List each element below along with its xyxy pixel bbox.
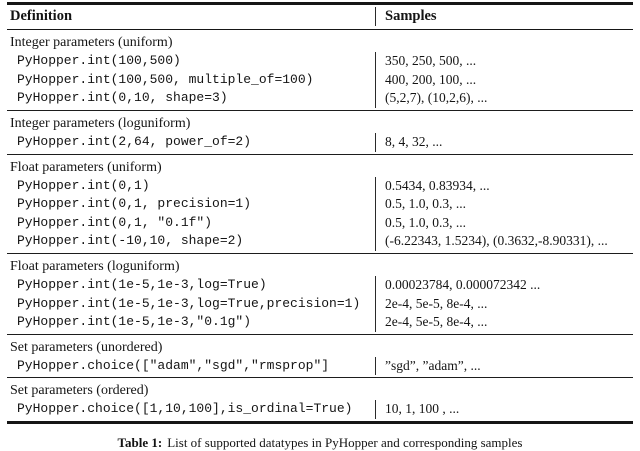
column-header-definition: Definition: [10, 8, 73, 24]
samples-values: (-6.22343, 1.5234), (0.3632,-8.90331), .…: [375, 232, 633, 252]
definition-code: PyHopper.int(100,500): [17, 53, 181, 69]
definition-code: PyHopper.int(1e-5,1e-3,"0.1g"): [17, 314, 252, 330]
samples-values: 0.5434, 0.83934, ...: [375, 176, 633, 196]
definition-code: PyHopper.int(0,1, "0.1f"): [17, 214, 213, 230]
header-rule: [7, 28, 633, 31]
samples-values: 8, 4, 32, ...: [375, 133, 633, 152]
definition-code: PyHopper.int(0,1): [17, 177, 150, 193]
table-section: Integer parameters (uniform)PyHopper.int…: [7, 30, 633, 110]
samples-values: 0.00023784, 0.000072342 ...: [375, 276, 633, 295]
table-row: PyHopper.int(100,500, multiple_of=100) 40…: [7, 70, 633, 90]
table-row: PyHopper.int(100,500) 350, 250, 500, ...: [7, 52, 633, 71]
section-label: Float parameters (loguniform): [10, 259, 180, 275]
samples-values: 400, 200, 100, ...: [375, 70, 633, 90]
samples-values: (5,2,7), (10,2,6), ...: [375, 89, 633, 109]
definition-code: PyHopper.choice(["adam","sgd","rmsprop"]: [17, 357, 330, 373]
table-row: PyHopper.int(1e-5,1e-3,log=True) 0.000237…: [7, 276, 633, 295]
definition-code: PyHopper.int(0,1, precision=1): [17, 196, 252, 212]
table-section: Set parameters (unordered)PyHopper.choic…: [7, 333, 633, 378]
caption-text: List of supported datatypes in PyHopper …: [167, 434, 523, 450]
definition-code: PyHopper.int(-10,10, shape=2): [17, 233, 244, 249]
table-row: PyHopper.int(1e-5,1e-3,"0.1g") 2e-4, 5e-5…: [7, 313, 633, 332]
table-row: PyHopper.int(0,1) 0.5434, 0.83934, ...: [7, 176, 633, 196]
table-section: Integer parameters (loguniform)PyHopper.…: [7, 110, 633, 154]
table-section: Set parameters (ordered) PyHopper.choice(…: [7, 377, 633, 421]
definition-code: PyHopper.int(1e-5,1e-3,log=True,precisio…: [17, 295, 361, 311]
top-rule: [7, 2, 633, 5]
table-row: PyHopper.int(0,10, shape=3) (5,2,7), (10,…: [7, 89, 633, 109]
samples-values: 0.5, 1.0, 0.3, ...: [375, 195, 633, 214]
section-label: Integer parameters (uniform): [10, 35, 173, 51]
section-label: Integer parameters (loguniform): [10, 116, 191, 132]
definition-code: PyHopper.int(2,64, power_of=2): [17, 134, 252, 150]
table-section: Float parameters (loguniform)PyHopper.in…: [7, 253, 633, 334]
table-header-row: Definition Samples: [7, 5, 633, 29]
samples-values: ”sgd”, ”adam”, ...: [375, 356, 633, 376]
table-caption: Table 1:List of supported datatypes in P…: [7, 435, 633, 451]
section-label: Set parameters (ordered): [10, 383, 149, 399]
table-row: PyHopper.int(-10,10, shape=2) (-6.22343, …: [7, 232, 633, 252]
samples-values: 2e-4, 5e-5, 8e-4, ...: [375, 313, 633, 332]
samples-values: 350, 250, 500, ...: [375, 52, 633, 71]
table-body: Integer parameters (uniform)PyHopper.int…: [7, 30, 633, 421]
table-row: PyHopper.int(2,64, power_of=2) 8, 4, 32, …: [7, 133, 633, 152]
samples-values: 2e-4, 5e-5, 8e-4, ...: [375, 294, 633, 314]
samples-values: 10, 1, 100 , ...: [375, 400, 633, 420]
table-row: PyHopper.int(0,1, "0.1f") 0.5, 1.0, 0.3, …: [7, 213, 633, 233]
definition-code: PyHopper.choice([1,10,100],is_ordinal=Tr…: [17, 401, 353, 417]
table-row: PyHopper.int(1e-5,1e-3,log=True,precisio…: [7, 294, 633, 314]
definition-code: PyHopper.int(1e-5,1e-3,log=True): [17, 277, 267, 293]
table-row: PyHopper.choice([1,10,100],is_ordinal=Tr…: [7, 400, 633, 420]
datatypes-table: Definition Samples Integer parameters (u…: [7, 2, 633, 451]
samples-values: 0.5, 1.0, 0.3, ...: [375, 213, 633, 233]
section-label: Float parameters (uniform): [10, 159, 162, 175]
caption-label: Table 1:: [117, 434, 163, 450]
table-row: PyHopper.choice(["adam","sgd","rmsprop"]…: [7, 356, 633, 376]
definition-code: PyHopper.int(0,10, shape=3): [17, 90, 228, 106]
bottom-rule: [7, 421, 633, 424]
table-row: PyHopper.int(0,1, precision=1) 0.5, 1.0, …: [7, 195, 633, 214]
definition-code: PyHopper.int(100,500, multiple_of=100): [17, 71, 314, 87]
column-header-samples: Samples: [375, 7, 633, 26]
table-section: Float parameters (uniform)PyHopper.int(0…: [7, 153, 633, 253]
section-label: Set parameters (unordered): [10, 339, 163, 355]
